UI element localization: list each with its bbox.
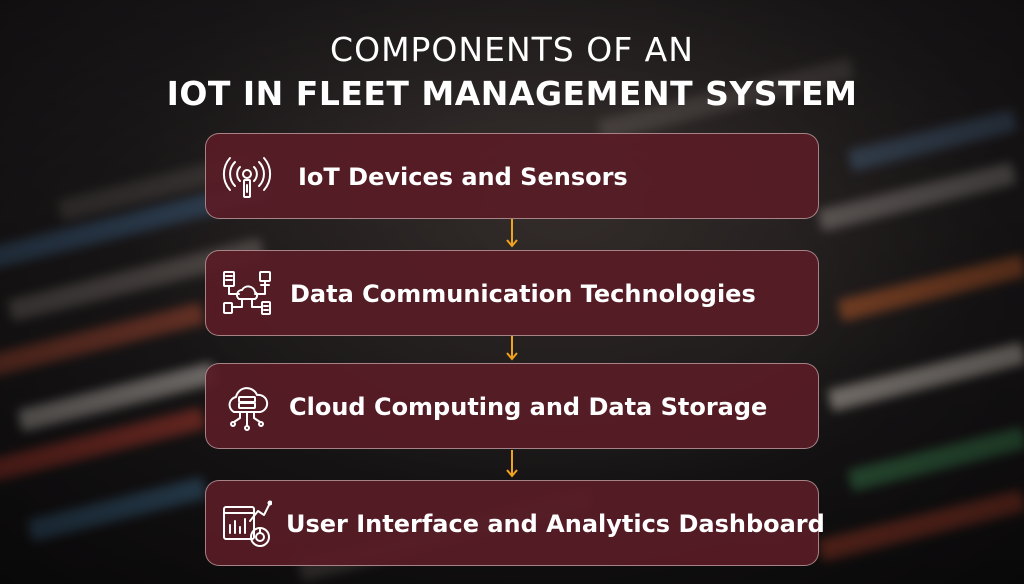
step-label: Data Communication Technologies xyxy=(290,280,756,308)
antenna-signal-icon xyxy=(222,157,272,198)
step-iot-devices: IoT Devices and Sensors xyxy=(205,133,819,219)
step-label: Cloud Computing and Data Storage xyxy=(289,393,768,421)
analytics-dashboard-icon xyxy=(223,500,272,547)
connector-arrow xyxy=(506,336,518,361)
cloud-server-icon xyxy=(228,387,269,431)
step-label: IoT Devices and Sensors xyxy=(298,163,628,191)
step-user-interface: User Interface and Analytics Dashboard xyxy=(205,480,825,566)
network-cloud-icon xyxy=(223,271,271,315)
step-label: User Interface and Analytics Dashboard xyxy=(286,510,825,538)
connector-arrow xyxy=(506,219,518,248)
title-line-1: COMPONENTS OF AN xyxy=(330,30,694,69)
connector-arrow xyxy=(506,450,518,478)
step-data-communication: Data Communication Technologies xyxy=(205,250,819,336)
step-cloud-computing: Cloud Computing and Data Storage xyxy=(205,363,819,449)
title-line-2: IOT IN FLEET MANAGEMENT SYSTEM xyxy=(166,74,858,113)
